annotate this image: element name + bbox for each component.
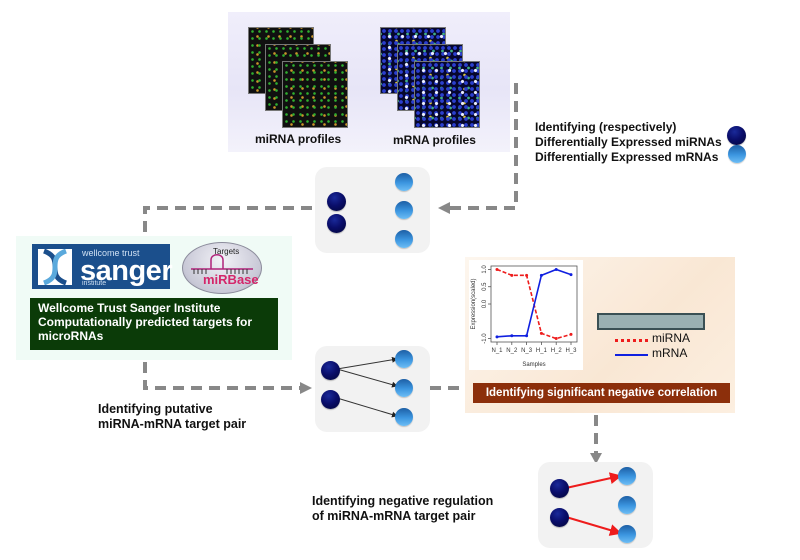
mirbase-targets-label: Targets [213,247,240,256]
x-tick-label: H_1 [536,348,548,354]
dna-helix-icon [38,248,72,286]
putative-edges [336,356,398,418]
mirbase-logo: Targets miRBase [182,242,262,294]
edge-arrow [336,356,398,370]
x-axis-label: Samples [522,362,545,368]
mrna-node-icon [618,496,636,514]
arrowhead-putative [300,382,312,394]
x-tick-label: H_2 [551,348,563,354]
series-line-mrna [496,268,572,338]
sanger-box-line: microRNAs [38,329,104,343]
sanger-panel: wellcome trust sanger institute Targets … [16,236,292,360]
profiles-panel: miRNA profiles mRNA profiles [228,12,510,152]
data-point-mirna [495,267,499,271]
data-point-mirna [510,273,514,277]
caption-line: Identifying negative regulation [312,494,494,508]
data-point-mrna [539,273,543,277]
mirna-profiles-label: miRNA profiles [255,132,342,146]
negative-pairs-box [538,462,653,548]
negative-caption: Identifying negative regulation of miRNA… [312,494,493,524]
mrna-node-icon [618,467,636,485]
mrna-chip [414,61,480,128]
mirna-node-icon [321,361,340,380]
legend-line-2: Differentially Expressed miRNAs [535,135,722,149]
y-tick-label: 0.0 [482,299,488,308]
connector-sanger-to-putative [143,362,300,390]
mirna-node-icon [327,192,346,211]
mrna-node-icon [395,173,413,191]
de-nodes-box [315,167,430,253]
legend-mrna-ball-icon [728,145,746,163]
mrna-node-icon [395,350,413,368]
de-legend: Identifying (respectively) Differentiall… [535,120,722,165]
mrna-node-icon [395,408,413,426]
mrna-node-icon [395,379,413,397]
caption-line: miRNA-mRNA target pair [98,417,247,431]
legend-mrna-label: mRNA [652,346,688,360]
data-point-mirna [554,337,558,341]
data-point-mrna [525,334,529,338]
sanger-box-line: Wellcome Trust Sanger Institute [38,301,221,315]
mirna-node-icon [327,214,346,233]
sanger-logo-small: wellcome trust [82,248,140,258]
sanger-description-box: Wellcome Trust Sanger Institute Computat… [30,298,278,350]
gray-bar [597,313,705,330]
caption-line: of miRNA-mRNA target pair [312,509,476,523]
data-point-mrna [510,334,514,338]
mrna-node-icon [395,230,413,248]
legend-mrna-swatch [615,354,648,356]
mrna-profiles-label: mRNA profiles [393,133,476,147]
mirna-chip [282,61,348,128]
mrna-node-icon [395,201,413,219]
x-tick-label: N_1 [491,348,503,354]
data-point-mirna [569,332,573,336]
data-point-mrna [495,335,499,339]
negative-edge-arrow [565,472,622,489]
rna-hairpin-icon [191,254,253,274]
mirna-node-icon [321,390,340,409]
mirna-node-icon [550,479,569,498]
connector-de-to-sanger [143,206,312,232]
negative-edge-arrow [565,516,622,536]
data-point-mirna [539,331,543,335]
x-tick-label: H_3 [565,348,577,354]
legend-line-1: Identifying (respectively) [535,120,677,134]
edge-arrow [336,368,398,388]
putative-pairs-box [315,346,430,432]
correlation-banner: Identifying significant negative correla… [473,383,730,403]
y-axis-label: Expression(scaled) [471,278,477,329]
sanger-logo: wellcome trust sanger institute [32,244,173,289]
legend-mirna-swatch [615,339,648,342]
arrowhead-negative [590,453,602,464]
sanger-box-line: Computationally predicted targets for [38,315,253,329]
arrowhead-de [438,202,450,214]
y-tick-label: -1.0 [482,333,488,344]
legend-mirna-ball-icon [727,126,746,145]
putative-caption: Identifying putative miRNA-mRNA target p… [98,402,246,432]
caption-line: Identifying putative [98,402,213,416]
data-point-mrna [569,273,573,277]
y-tick-label: 1.0 [482,265,488,274]
x-tick-label: N_3 [521,348,533,354]
edge-arrow [336,397,398,418]
negative-edges [565,472,622,536]
data-point-mrna [554,267,558,271]
mrna-node-icon [618,525,636,543]
legend-line-3: Differentially Expressed mRNAs [535,150,719,164]
sanger-logo-inst: institute [82,280,107,287]
mirbase-word: miRBase [203,272,259,287]
data-point-mirna [525,273,529,277]
sanger-logo-word: sanger [80,255,173,287]
y-tick-label: 0.5 [482,282,488,291]
legend-mirna-label: miRNA [652,331,690,345]
mirna-node-icon [550,508,569,527]
x-tick-label: N_2 [506,348,518,354]
